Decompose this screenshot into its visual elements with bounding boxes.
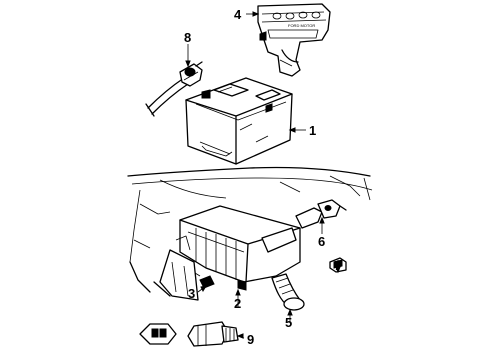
callout-1: 1 <box>309 123 316 138</box>
battery-tray <box>175 205 301 291</box>
battery <box>185 77 293 165</box>
callout-5: 5 <box>285 315 292 330</box>
callout-3: 3 <box>188 286 195 301</box>
callout-4: 4 <box>234 7 242 22</box>
callout-9: 9 <box>247 332 254 347</box>
callout-2: 2 <box>234 296 241 311</box>
temperature-sensor <box>139 321 239 347</box>
callout-8: 8 <box>184 30 191 45</box>
air-cleaner-cover: FORD MOTOR <box>257 3 331 77</box>
tray-support-bracket <box>153 249 215 301</box>
relay-bracket <box>295 199 347 273</box>
engine-bay-outline <box>127 166 373 293</box>
callout-6: 6 <box>318 234 325 249</box>
callout-7: 7 <box>334 258 341 273</box>
leader-lines <box>185 11 341 339</box>
air-inlet-hose <box>271 273 305 311</box>
battery-cable <box>145 61 203 117</box>
svg-text:FORD MOTOR: FORD MOTOR <box>288 23 315 28</box>
